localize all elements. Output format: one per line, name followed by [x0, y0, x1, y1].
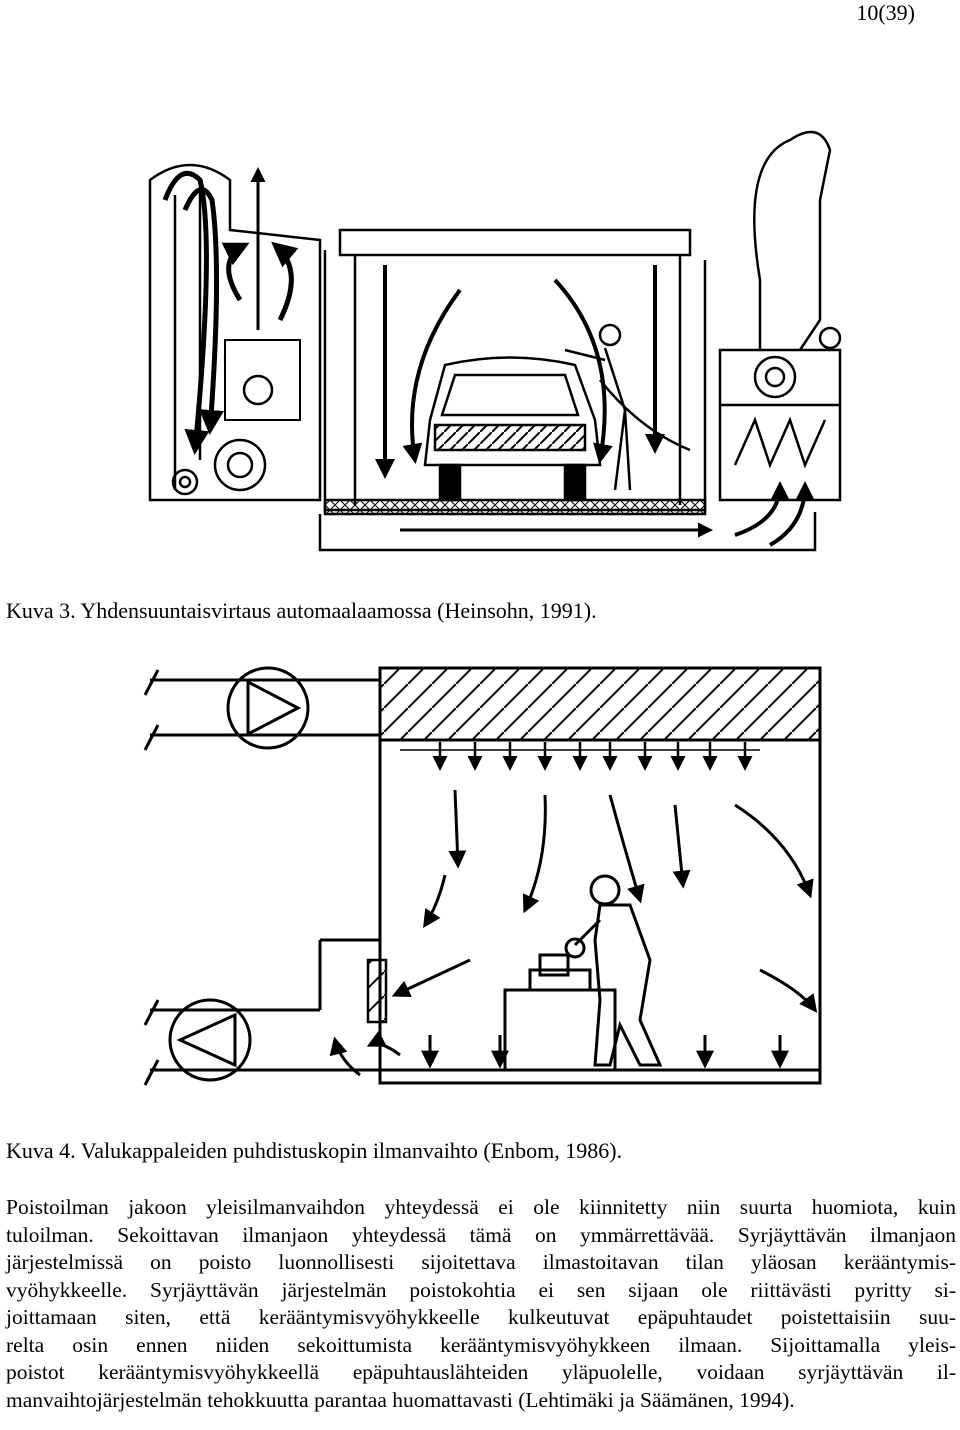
- paragraph-line: tuloilman. Sekoittavan ilmanjaon yhteyde…: [6, 1222, 956, 1247]
- paint-booth-diagram: [148, 130, 842, 552]
- page-number: 10(39): [856, 0, 915, 25]
- paragraph-line: Poistoilman jakoon yleisilmanvaihdon yht…: [6, 1195, 956, 1219]
- car-illustration: [423, 356, 602, 502]
- booth-outline: [148, 130, 842, 552]
- booth-flow-arrows: [375, 265, 815, 547]
- fan-symbols: [168, 666, 310, 1082]
- exhaust-grille: [366, 958, 388, 1024]
- paragraph-line: poistot kerääntymisvyöhykkeellä epäpuhta…: [6, 1360, 956, 1384]
- paragraph-line: manvaihtojärjestelmän tehokkuutta parant…: [6, 1387, 795, 1412]
- figure-caption: Kuva 3. Yhdensuuntaisvirtaus automaalaam…: [6, 598, 597, 623]
- body-paragraph: Poistoilman jakoon yleisilmanvaihdon yht…: [6, 1194, 956, 1414]
- supply-air-arrows: [400, 742, 760, 771]
- figure-paint-booth: [0, 120, 960, 580]
- workbench: [503, 953, 617, 1072]
- figure-cleaning-booth: [0, 660, 960, 1100]
- room-flow-arrows: [329, 789, 818, 1077]
- paragraph-line: vyöhykkeelle. Syrjäyttävän järjestelmän …: [6, 1277, 956, 1302]
- paragraph-line: relta osin ennen niiden sekoittumista ke…: [6, 1332, 956, 1357]
- cleaning-booth-diagram: [143, 666, 822, 1086]
- paragraph-line: joittamaan siten, että kerääntymisvyöhyk…: [6, 1305, 956, 1329]
- figure-caption: Kuva 4. Valukappaleiden puhdistuskopin i…: [6, 1138, 623, 1163]
- painter-figure: [564, 323, 691, 491]
- left-unit-flow-arrows: [162, 167, 299, 455]
- worker-figure: [564, 874, 663, 1067]
- booth-walls: [143, 666, 822, 1086]
- paragraph-line: järjestelmissä on poisto luonnollisesti …: [6, 1250, 956, 1274]
